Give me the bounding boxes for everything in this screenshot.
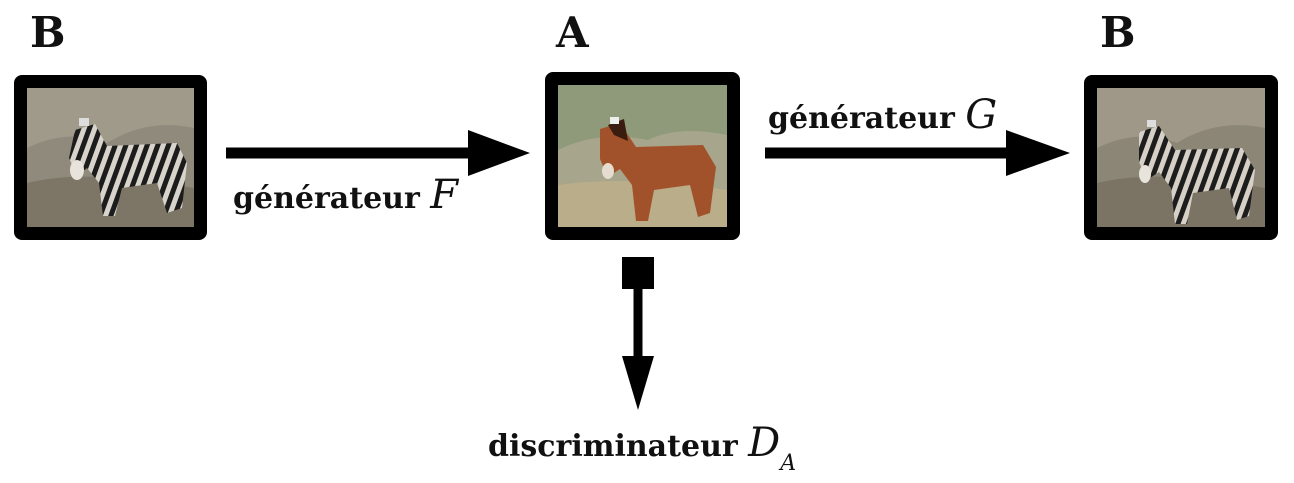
label-discriminator-text: discriminateur (488, 429, 738, 464)
domain-label-center: A (556, 8, 589, 57)
zebra-image (27, 88, 194, 227)
arrow-generator-g-head (1006, 130, 1070, 176)
label-generator-f: générateur F (233, 172, 458, 218)
image-frame-center (545, 72, 740, 240)
symbol-d: D (748, 420, 781, 466)
symbol-d-subscript: A (780, 451, 797, 476)
label-discriminator: discriminateur DA (488, 420, 796, 476)
domain-label-right: B (1100, 8, 1136, 57)
arrow-discriminator-head (622, 356, 654, 410)
domain-label-left: B (30, 8, 66, 57)
symbol-f: F (430, 172, 458, 218)
zebra-image (1097, 88, 1265, 227)
label-generator-f-text: générateur (233, 181, 420, 216)
arrow-generator-f-head (468, 130, 530, 176)
label-generator-g: générateur G (768, 92, 997, 138)
image-frame-right (1084, 75, 1278, 240)
image-frame-left (14, 75, 207, 240)
label-generator-g-text: générateur (768, 101, 955, 136)
symbol-g: G (965, 92, 998, 138)
horse-image (558, 85, 727, 227)
discriminator-square (622, 257, 654, 289)
